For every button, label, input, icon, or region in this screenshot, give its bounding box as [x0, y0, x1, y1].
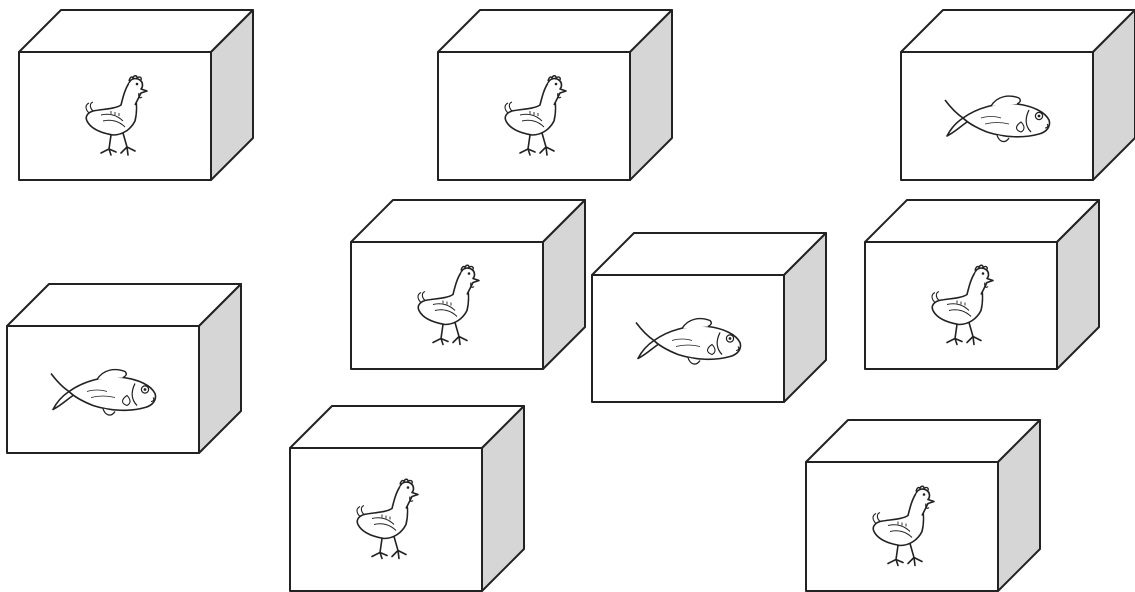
box-1 [19, 10, 253, 180]
box-5 [592, 233, 826, 402]
box-2 [438, 10, 672, 180]
box-6 [865, 200, 1099, 369]
box-9 [806, 420, 1040, 591]
box-4 [351, 200, 585, 369]
boxes-layer [7, 10, 1135, 591]
box-8 [290, 406, 524, 591]
box-3 [901, 10, 1135, 180]
box-7 [7, 284, 241, 453]
